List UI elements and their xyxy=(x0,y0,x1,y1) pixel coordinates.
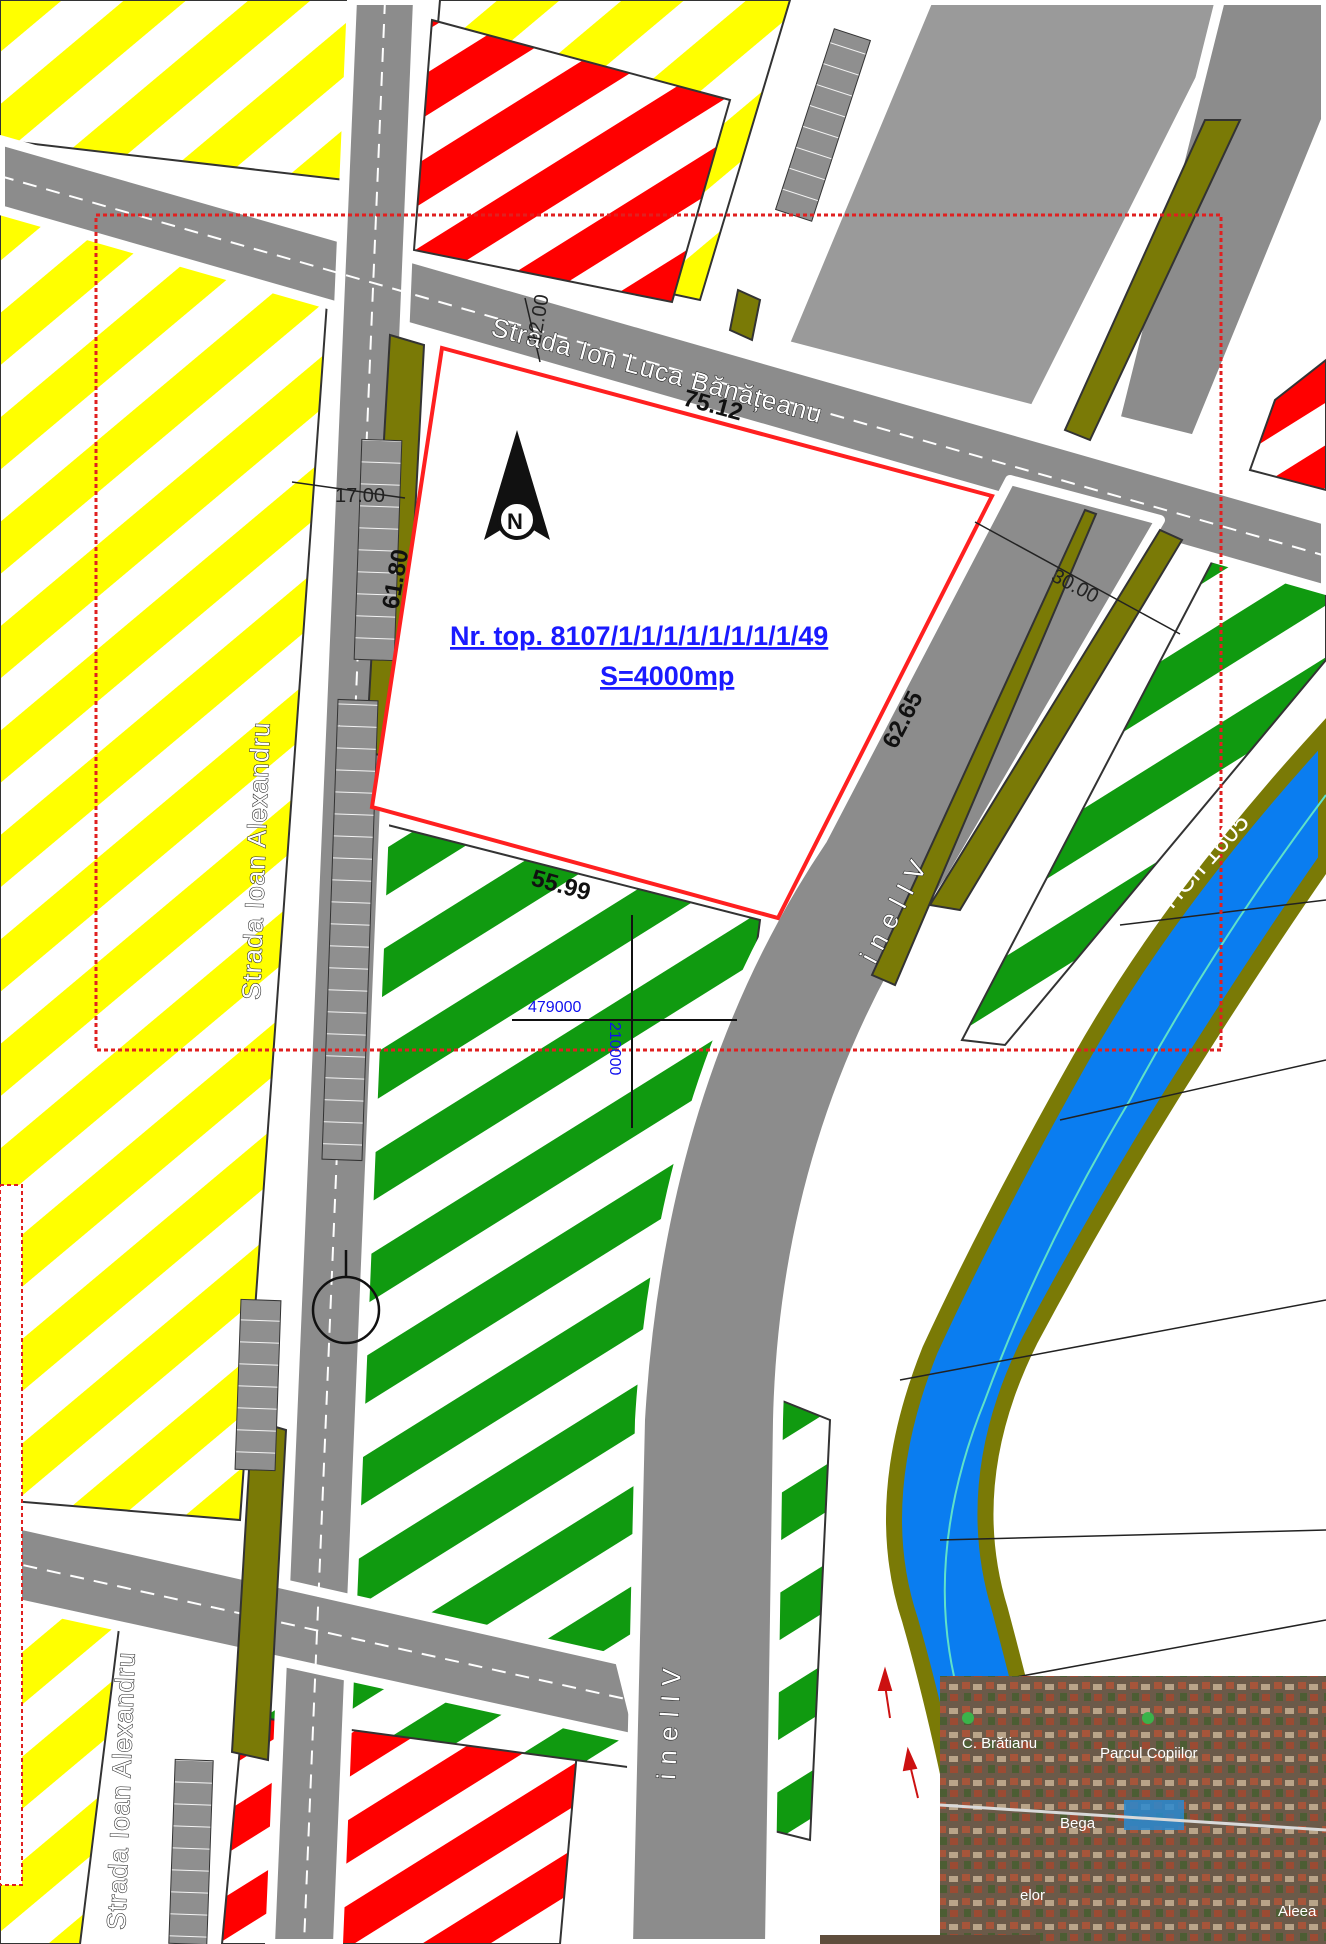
inset-label-5: elor xyxy=(1020,1887,1045,1904)
parking-strip-1 xyxy=(353,438,403,662)
satellite-inset-edge xyxy=(820,1935,1040,1944)
satellite-inset: C. Brătianu Parcul Copiilor Bega Aleea e… xyxy=(939,1676,1326,1944)
commercial-zone-right xyxy=(1248,358,1326,492)
north-arrow-icon: N xyxy=(484,430,550,540)
inset-label-4: Aleea xyxy=(1278,1903,1317,1920)
parking-strip-2 xyxy=(321,698,379,1162)
parking-strip-3 xyxy=(234,1298,282,1472)
dimension-lines xyxy=(291,297,1181,635)
commercial-zone-top xyxy=(412,18,732,304)
tree-symbol-icon xyxy=(311,1250,381,1345)
parking-strip-4 xyxy=(168,1758,214,1944)
inset-label-3: Bega xyxy=(1060,1815,1096,1832)
property-lines xyxy=(899,899,1326,1681)
parcel-topo-number: Nr. top. 8107/1/1/1/1/1/1/1/1/49 xyxy=(450,621,828,651)
coordinate-y: 210000 xyxy=(606,1022,623,1075)
parking-strip-5 xyxy=(774,28,872,222)
parcel-area: S=4000mp xyxy=(600,661,734,691)
north-letter: N xyxy=(507,509,523,534)
street-label-ring-lower: i n e l I V xyxy=(651,1667,687,1781)
flow-arrows xyxy=(877,1666,919,1799)
coordinate-cross xyxy=(512,915,737,1128)
building-block xyxy=(777,0,1246,416)
inset-label-1: C. Brătianu xyxy=(962,1735,1037,1752)
coordinate-x: 479000 xyxy=(528,999,581,1016)
inset-label-2: Parcul Copiilor xyxy=(1100,1745,1198,1762)
study-area-boundary xyxy=(94,213,1223,1052)
adjacent-sheet-edge xyxy=(0,1184,23,1886)
dim-left-width: 17.00 xyxy=(335,485,385,507)
